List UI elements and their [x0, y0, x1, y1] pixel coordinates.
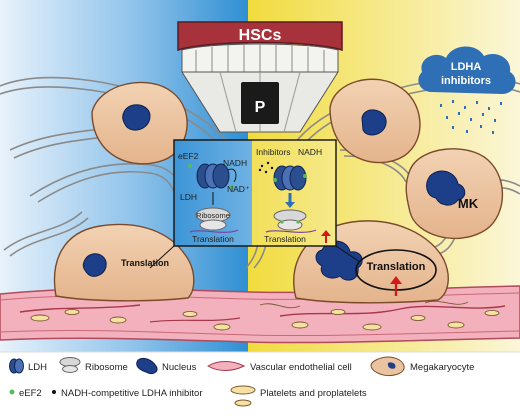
nucleus-icon [122, 104, 151, 131]
inset-ldh-label: LDH [180, 192, 197, 202]
inset-eef2-label: eEF2 [178, 151, 199, 161]
nucleus-icon [361, 109, 387, 136]
legend-label: Vascular endothelial cell [250, 362, 352, 373]
ribosome-icon [59, 357, 81, 373]
ldh-icon [273, 165, 307, 191]
eef2-dot-icon [230, 185, 234, 189]
niche-label-p: P [255, 99, 266, 116]
nucleus-icon [315, 240, 363, 281]
nucleus-icon [426, 170, 466, 206]
eef2-dot-icon [303, 174, 307, 178]
legend-label: Ribosome [85, 362, 128, 373]
inset-nad-label: NAD⁺ [227, 184, 250, 194]
eef2-dot-icon [188, 164, 192, 168]
legend-item-ribosome: Ribosome [59, 357, 128, 373]
legend: LDH Ribosome Nucleus Vascular endothelia… [9, 356, 474, 407]
hsc-label: HSCs [239, 27, 282, 44]
legend-item-megakaryocyte: Megakaryocyte [370, 356, 474, 377]
cloud-label-line2: inhibitors [441, 75, 491, 87]
legend-item-inhibitor: NADH-competitive LDHA inhibitor [52, 388, 203, 399]
hsc-niche-arch [177, 21, 343, 133]
inset-ribosome-label: Ribosome [196, 211, 230, 220]
megakaryocyte-icon [370, 356, 405, 377]
ldh-icon [9, 358, 24, 374]
megakaryocyte-bottom-left [53, 223, 195, 302]
mk-label: MK [458, 196, 479, 211]
platelets [30, 300, 500, 331]
endothelial-cell-icon [207, 361, 246, 371]
legend-item-endothelial: Vascular endothelial cell [207, 361, 352, 373]
left-translation-label: Translation [121, 258, 169, 268]
inhibitor-dot-icon [258, 161, 274, 174]
megakaryocyte-top-left [91, 81, 188, 165]
inset-nadh-label: NADH [223, 158, 247, 168]
cloud-label-line1: LDHA [451, 61, 482, 73]
legend-label: LDH [28, 362, 47, 373]
inset-right-translation-label: Translation [264, 234, 306, 244]
eef2-dot-icon [273, 178, 277, 182]
ribosome-icon [273, 209, 307, 231]
eef2-dot-icon [9, 389, 15, 395]
legend-item-ldh: LDH [9, 358, 47, 374]
nucleus-icon [82, 253, 107, 277]
legend-label: Platelets and proplatelets [260, 388, 367, 399]
legend-label: eEF2 [19, 388, 42, 399]
ldh-icon [196, 163, 230, 189]
legend-item-eef2: eEF2 [9, 388, 42, 399]
legend-label: Megakaryocyte [410, 362, 474, 373]
inset-left-translation-label: Translation [192, 234, 234, 244]
ribosome-icon [195, 207, 231, 231]
megakaryocyte-mk [405, 148, 504, 240]
megakaryocyte-top-right [329, 78, 421, 164]
legend-background [0, 352, 520, 418]
mechanism-inset: eEF2 NADH NAD⁺ LDH Ribosome Translation … [149, 139, 361, 269]
nucleus-icon [136, 357, 158, 375]
ldha-inhibitor-cloud [418, 46, 516, 134]
inset-right-nadh-label: NADH [298, 147, 322, 157]
legend-label: NADH-competitive LDHA inhibitor [61, 388, 203, 399]
right-translation-label: Translation [367, 261, 426, 273]
legend-item-platelets: Platelets and proplatelets [230, 385, 367, 407]
inset-inhibitors-label: Inhibitors [256, 147, 291, 157]
legend-item-nucleus: Nucleus [136, 357, 197, 375]
legend-label: Nucleus [162, 362, 197, 373]
inhibitor-dot-icon [52, 390, 56, 394]
platelet-icon [230, 385, 256, 395]
